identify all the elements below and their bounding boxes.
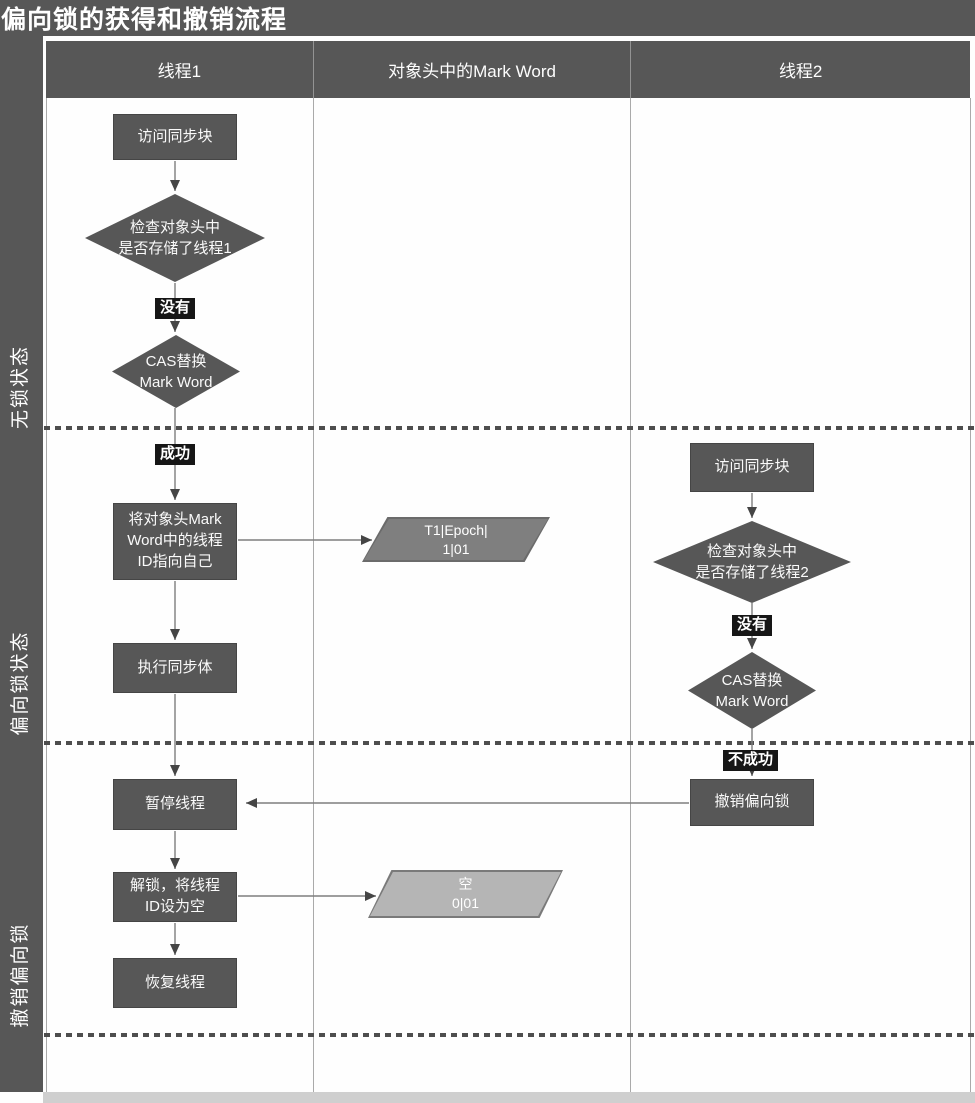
parallelogram-markword-biased: T1|Epoch| 1|01 — [362, 517, 550, 562]
decision-t1-check-header: 检查对象头中 是否存储了线程1 — [85, 194, 265, 282]
lane-header-markword: 对象头中的Mark Word — [314, 41, 632, 98]
state-divider-1 — [44, 426, 975, 430]
state-label-revoke: 撤销偏向锁 — [10, 922, 31, 1028]
lane-border-mid2 — [630, 98, 631, 1092]
lane-header-thread2: 线程2 — [778, 62, 823, 81]
parallelogram-markword-empty-value: 空 0|01 — [370, 872, 561, 916]
state-divider-3 — [44, 1033, 975, 1037]
flow-box-t1-set-thread-id: 将对象头Mark Word中的线程 ID指向自己 — [113, 503, 237, 580]
state-label-lock-free: 无锁状态 — [10, 345, 31, 430]
flow-box-t1-execute-sync-body: 执行同步体 — [113, 643, 237, 693]
condition-badge-t1-no: 没有 — [155, 298, 196, 319]
condition-badge-t2-fail: 不成功 — [723, 750, 779, 771]
decision-t2-check-header: 检查对象头中 是否存储了线程2 — [653, 521, 851, 603]
lane-header-thread1: 线程1 — [46, 41, 314, 98]
state-sidebar — [0, 36, 43, 1092]
decision-t2-cas-replace: CAS替换 Mark Word — [688, 652, 816, 729]
lane-border-mid1 — [313, 98, 314, 1092]
bottom-border-strip — [43, 1092, 975, 1103]
lane-border-right — [970, 98, 971, 1092]
lane-header: 线程1 对象头中的Mark Word 线程2 — [46, 41, 970, 98]
lane-border-left — [46, 98, 47, 1092]
condition-badge-t1-success: 成功 — [155, 444, 196, 465]
parallelogram-markword-empty: 空 0|01 — [368, 870, 563, 918]
title-bar: 偏向锁的获得和撤销流程 — [0, 0, 975, 36]
page-title: 偏向锁的获得和撤销流程 — [1, 6, 288, 34]
flow-box-t1-resume-thread: 恢复线程 — [113, 958, 237, 1008]
flow-box-t1-pause-thread: 暂停线程 — [113, 779, 237, 830]
state-divider-2 — [44, 741, 975, 745]
decision-t1-cas-replace: CAS替换 Mark Word — [112, 335, 240, 408]
flow-box-t2-access-sync: 访问同步块 — [690, 443, 814, 492]
state-label-biased: 偏向锁状态 — [10, 630, 31, 736]
parallelogram-markword-biased-value: T1|Epoch| 1|01 — [364, 519, 548, 560]
flow-box-t2-revoke-biased-lock: 撤销偏向锁 — [690, 779, 814, 826]
flow-box-t1-access-sync: 访问同步块 — [113, 114, 237, 160]
flow-box-t1-unlock-clear-id: 解锁，将线程 ID设为空 — [113, 872, 237, 922]
condition-badge-t2-no: 没有 — [732, 615, 773, 636]
